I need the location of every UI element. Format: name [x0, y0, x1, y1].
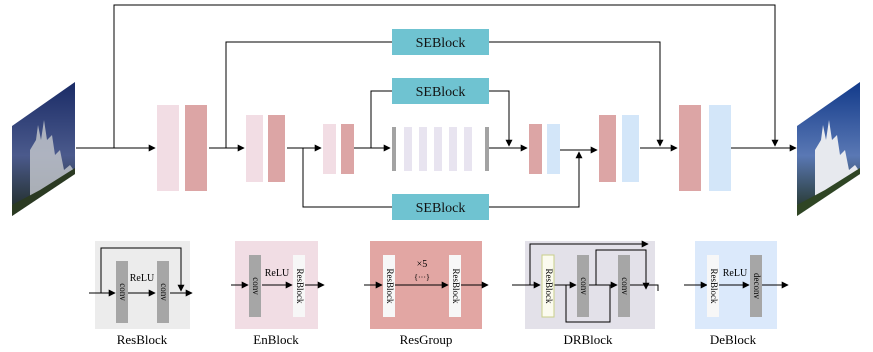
- resblock-conv2-label: conv: [159, 283, 169, 301]
- legend-enblock: conv ResBlock ReLU EnBlock: [231, 241, 325, 347]
- decoder-stage-1: [529, 124, 560, 174]
- resblock-relu-label: ReLU: [130, 273, 155, 284]
- enblock-resblock: [293, 255, 305, 317]
- legend-resblock: conv conv ReLU ResBlock: [89, 241, 193, 347]
- main-flow-lines: [76, 144, 797, 154]
- resgroup-resblock-1: [383, 255, 395, 317]
- deblock-resblock-label: ResBlock: [709, 269, 719, 304]
- resgroup-ellipsis-label: {···}: [414, 273, 430, 282]
- resblock-conv-1: [116, 261, 128, 323]
- decoder-stage-2: [599, 115, 639, 182]
- drblock-caption: DRBlock: [563, 332, 613, 347]
- drblock-resblock-label: ResBlock: [544, 269, 554, 304]
- resgroup-repeat-label: ×5: [417, 259, 428, 270]
- deblock-deconv: [750, 255, 762, 317]
- resgroup-bars: [392, 127, 489, 171]
- legend-drblock: ResBlock conv conv DRBlock: [512, 240, 659, 347]
- deblock-caption: DeBlock: [710, 332, 757, 347]
- encoder-stage-3: [323, 124, 354, 174]
- resgroup-resblock1-label: ResBlock: [385, 269, 395, 304]
- drblock-conv-1: [577, 255, 589, 317]
- enblock-resblock-label: ResBlock: [295, 269, 305, 304]
- drblock-resblock: [541, 254, 555, 318]
- drblock-conv-2: [618, 255, 630, 317]
- global-skip-connection: [113, 4, 779, 148]
- resblock-conv-2: [157, 261, 169, 323]
- resgroup-caption: ResGroup: [400, 332, 453, 347]
- drblock-conv1-label: conv: [579, 277, 589, 295]
- seblock-bottom-label: SEBlock: [416, 201, 466, 216]
- encoder-stage-1: [157, 105, 207, 191]
- input-image: [12, 82, 75, 216]
- output-image: [797, 82, 860, 216]
- encoder-stage-2: [246, 115, 285, 182]
- resgroup-resblock-2: [449, 255, 461, 317]
- resblock-caption: ResBlock: [117, 332, 168, 347]
- enblock-relu-label: ReLU: [265, 268, 290, 279]
- drblock-conv2-label: conv: [620, 277, 630, 295]
- se-skip-routes: [225, 41, 664, 208]
- seblock-middle-label: SEBlock: [416, 85, 466, 100]
- deblock-relu-label: ReLU: [723, 268, 748, 279]
- legend-deblock: ResBlock deconv ReLU DeBlock: [684, 241, 789, 347]
- deblock-resblock: [707, 255, 719, 317]
- deblock-deconv-label: deconv: [752, 273, 762, 299]
- resgroup-resblock2-label: ResBlock: [451, 269, 461, 304]
- enblock-conv: [249, 255, 261, 317]
- seblock-top: SEBlock: [392, 29, 489, 55]
- enblock-caption: EnBlock: [253, 332, 299, 347]
- seblock-top-label: SEBlock: [416, 36, 466, 51]
- seblock-middle: SEBlock: [392, 78, 489, 104]
- legend-resgroup: ResBlock ResBlock ×5 {···} ResGroup: [364, 241, 489, 347]
- enblock-conv-label: conv: [251, 277, 261, 295]
- decoder-stage-3: [679, 105, 731, 191]
- resblock-conv1-label: conv: [118, 283, 128, 301]
- seblock-bottom: SEBlock: [392, 194, 489, 220]
